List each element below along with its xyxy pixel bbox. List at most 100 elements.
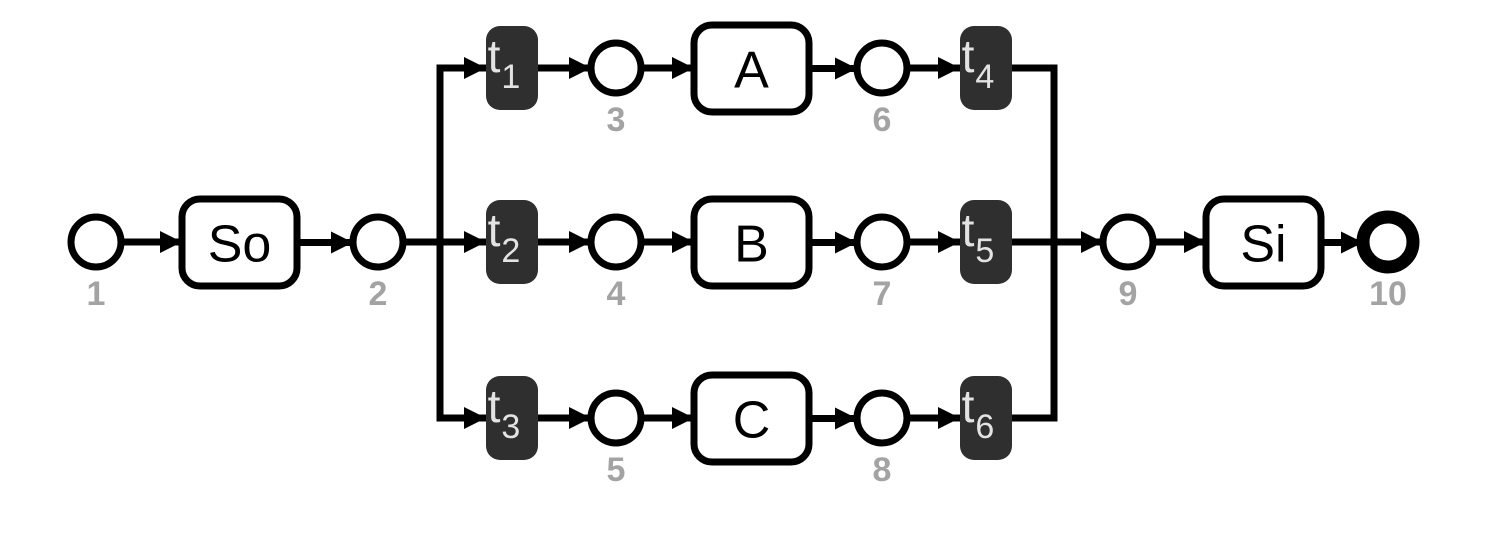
- place-p8[interactable]: 8: [853, 389, 911, 489]
- task-c[interactable]: C: [690, 371, 813, 466]
- place-p6[interactable]: 6: [853, 39, 911, 139]
- arrow-head: [569, 231, 591, 253]
- arc-p5-c: [641, 407, 694, 429]
- task-so[interactable]: So: [178, 195, 301, 290]
- transition-label: t2: [488, 204, 521, 270]
- transition-label: t6: [962, 380, 995, 446]
- arrow-head: [672, 231, 694, 253]
- place-circle[interactable]: [1099, 213, 1157, 271]
- arrow-head: [569, 407, 591, 429]
- transition-t3[interactable]: t3: [486, 376, 538, 460]
- place-id-label: 9: [1119, 275, 1138, 313]
- transition-label-base: t: [962, 204, 975, 256]
- arrow-head: [938, 231, 960, 253]
- place-circle[interactable]: [853, 389, 911, 447]
- place-circle[interactable]: [587, 389, 645, 447]
- arrow-head: [464, 57, 486, 79]
- place-circle[interactable]: [587, 39, 645, 97]
- transition-label: t3: [488, 380, 521, 446]
- task-a[interactable]: A: [690, 21, 813, 116]
- transition-t4[interactable]: t4: [960, 26, 1012, 110]
- place-id-label: 7: [873, 275, 892, 313]
- task-label: Si: [1240, 216, 1286, 274]
- transition-label-sub: 5: [975, 232, 994, 270]
- place-circle[interactable]: [587, 213, 645, 271]
- transition-t5[interactable]: t5: [960, 200, 1012, 284]
- transition-label-base: t: [488, 380, 501, 432]
- arrow-head: [938, 57, 960, 79]
- arrow-head: [1341, 231, 1363, 254]
- transition-t1[interactable]: t1: [486, 26, 538, 110]
- arc-p6-t4: [907, 57, 960, 79]
- transition-label: t5: [962, 204, 995, 270]
- arc-path: [1012, 64, 1103, 246]
- arc-p7-t5: [907, 231, 960, 253]
- arrow-head: [672, 57, 694, 79]
- arc-b-p7: [809, 231, 857, 254]
- task-label: B: [734, 216, 769, 274]
- arrow-head: [1184, 231, 1206, 253]
- place-p10[interactable]: 10: [1356, 210, 1420, 313]
- place-circle[interactable]: [853, 213, 911, 271]
- task-box[interactable]: [690, 21, 813, 116]
- place-id-label: 5: [607, 451, 626, 489]
- arc-path: [1012, 238, 1103, 422]
- place-p4[interactable]: 4: [587, 213, 645, 313]
- transition-label: t4: [962, 30, 995, 96]
- place-circle[interactable]: [349, 213, 407, 271]
- place-p3[interactable]: 3: [587, 39, 645, 139]
- arc-si-p10: [1321, 231, 1363, 254]
- task-box[interactable]: [1202, 195, 1325, 290]
- transition-box[interactable]: [960, 200, 1012, 284]
- task-b[interactable]: B: [690, 195, 813, 290]
- arc-p9-si: [1153, 231, 1206, 253]
- transition-label-sub: 2: [501, 232, 520, 270]
- arc-p1-so: [121, 231, 182, 253]
- arcs-layer: [121, 57, 1363, 430]
- place-id-label: 3: [607, 101, 626, 139]
- task-si[interactable]: Si: [1202, 195, 1325, 290]
- arc-c-p8: [809, 407, 857, 430]
- task-box[interactable]: [690, 195, 813, 290]
- arc-t2-p4: [538, 231, 591, 253]
- task-box[interactable]: [690, 371, 813, 466]
- arc-t1-p3: [538, 57, 591, 79]
- place-p5[interactable]: 5: [587, 389, 645, 489]
- arc-path: [403, 64, 486, 246]
- transition-box[interactable]: [486, 376, 538, 460]
- transition-box[interactable]: [486, 26, 538, 110]
- arrow-head: [672, 407, 694, 429]
- place-circle[interactable]: [67, 213, 125, 271]
- place-id-label: 2: [369, 275, 388, 313]
- arrow-head: [464, 231, 486, 253]
- place-p7[interactable]: 7: [853, 213, 911, 313]
- transition-label-sub: 6: [975, 408, 994, 446]
- transition-label-sub: 3: [501, 408, 520, 446]
- end-place-circle[interactable]: [1356, 210, 1420, 274]
- arc-p2-t1: [403, 57, 486, 246]
- place-p1[interactable]: 1: [67, 213, 125, 313]
- task-box[interactable]: [178, 195, 301, 290]
- arc-t4-p9: [1012, 64, 1103, 246]
- arrow-head: [938, 407, 960, 429]
- arrow-head: [569, 57, 591, 79]
- transition-t6[interactable]: t6: [960, 376, 1012, 460]
- arc-a-p6: [809, 57, 857, 80]
- arrow-head: [331, 231, 353, 254]
- place-circle[interactable]: [853, 39, 911, 97]
- place-id-label: 4: [607, 275, 626, 313]
- arc-p4-b: [641, 231, 694, 253]
- place-id-label: 10: [1369, 275, 1407, 313]
- transition-box[interactable]: [960, 376, 1012, 460]
- transition-t2[interactable]: t2: [486, 200, 538, 284]
- arc-path: [403, 238, 486, 422]
- transition-box[interactable]: [960, 26, 1012, 110]
- transition-box[interactable]: [486, 200, 538, 284]
- place-p2[interactable]: 2: [349, 213, 407, 313]
- transition-label-base: t: [962, 30, 975, 82]
- arc-so-p2: [297, 231, 353, 254]
- place-p9[interactable]: 9: [1099, 213, 1157, 313]
- place-id-label: 8: [873, 451, 892, 489]
